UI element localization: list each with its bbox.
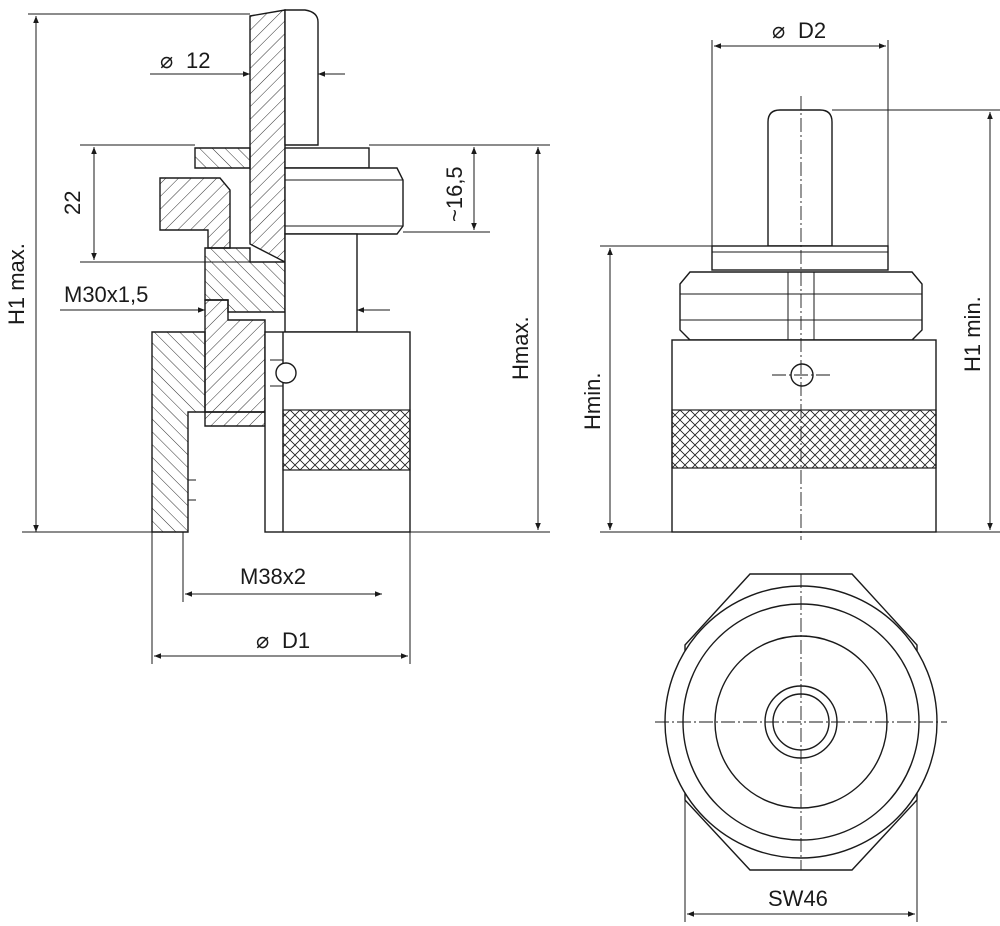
side-washer [711, 245, 889, 271]
svg-text:⌀: ⌀ [772, 18, 785, 43]
h-min-label: Hmin. [580, 373, 605, 430]
sw46-label: SW46 [768, 886, 828, 911]
sleeve-section [204, 299, 266, 413]
svg-text:D2: D2 [798, 18, 826, 43]
h-max-label: Hmax. [508, 316, 533, 380]
lock-screw [275, 362, 297, 384]
d2-label: ⌀ D2 [772, 18, 826, 43]
bottom-view [655, 573, 947, 871]
svg-text:D1: D1 [282, 628, 310, 653]
inner-ring-section [204, 411, 266, 427]
pin-outline [284, 9, 319, 146]
side-knurl-band [671, 409, 937, 469]
side-dimensions: ⌀ D2 Hmin. H1 min. [580, 18, 1000, 533]
pin-section [249, 9, 286, 264]
knurl-band [282, 409, 411, 471]
svg-text:12: 12 [186, 48, 210, 73]
housing-section [151, 331, 206, 533]
side-view [671, 96, 937, 540]
h1-min-label: H1 min. [960, 296, 985, 372]
side-pin [767, 109, 833, 247]
stem-outline [284, 233, 358, 333]
dim-22-label: 22 [60, 191, 85, 215]
nut-outline [284, 167, 404, 235]
d1-label: ⌀ D1 [256, 628, 310, 653]
h1-max-label: H1 max. [4, 243, 29, 325]
section-dimensions: ⌀ 12 H1 max. 22 ~16,5 M30x1,5 Hmax. M38x… [4, 13, 550, 664]
nut-section [159, 177, 231, 249]
thread-m30-label: M30x1,5 [64, 282, 148, 307]
sw46-dimension: SW46 [684, 800, 918, 922]
washer-outline [284, 147, 370, 169]
thread-m38-label: M38x2 [240, 564, 306, 589]
washer-section [194, 147, 251, 169]
svg-text:⌀: ⌀ [160, 48, 173, 73]
dim-16-5-label: ~16,5 [442, 166, 467, 222]
pin-diameter-label: ⌀ 12 [160, 48, 210, 73]
svg-text:⌀: ⌀ [256, 628, 269, 653]
section-view [151, 9, 411, 533]
